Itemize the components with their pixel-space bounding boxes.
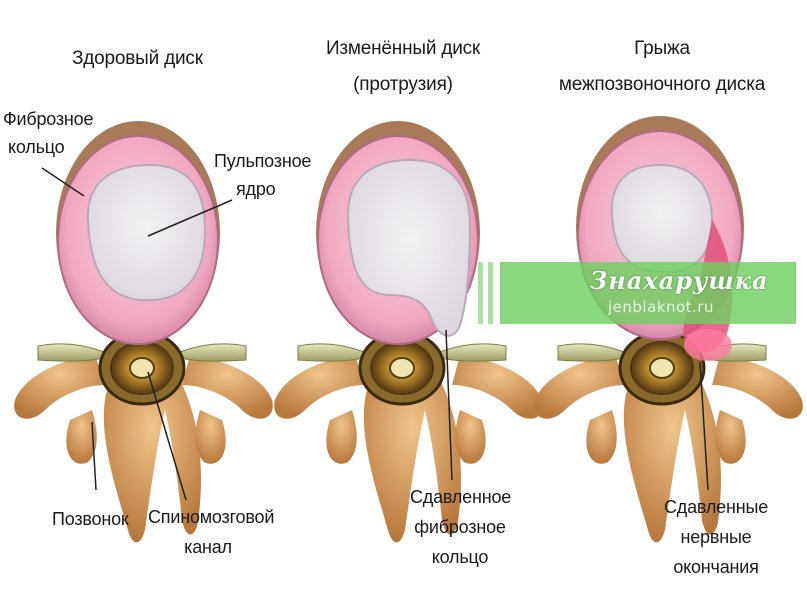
label-compressed-ring-line1: Сдавленное [410,487,512,507]
label-nucleus-line1: Пульпозное [214,151,312,171]
label-compressed-nerves-line1: Сдавленные [664,497,769,517]
label-fibrous-ring-line1: Фиброзное [3,109,94,129]
watermark-url: jenblaknot.ru [608,298,714,316]
label-fibrous-ring-line2: кольцо [8,137,65,157]
watermark-stripe [478,262,483,324]
title-hernia-line2: межпозвоночного диска [558,74,766,95]
leader-fibrous-ring [41,167,85,197]
label-nucleus-line2: ядро [236,179,276,199]
hernia-disc [534,116,803,543]
protrusion-disc [274,121,543,543]
label-spinal-canal-line1: Спиномозговой [148,507,275,527]
leader-nucleus [147,199,233,237]
watermark-title: Знахарушка [590,266,769,295]
title-changed-line2: (протрузия) [353,74,453,95]
label-compressed-ring-line3: кольцо [431,547,489,567]
vertebra-bone [14,355,273,543]
label-compressed-nerves-line2: нервные [680,527,752,547]
leader-vertebra [91,421,97,491]
label-compressed-ring-line2: фиброзное [414,517,506,537]
title-healthy: Здоровый диск [72,48,203,69]
watermark-stripe [488,262,493,324]
leader-compressed-ring [445,329,453,481]
vertebra-bone [534,355,803,543]
nucleus-pulposus [610,163,714,274]
title-hernia-line1: Грыжа [634,38,690,59]
healthy-disc [14,121,273,543]
watermark-band [500,262,796,324]
nucleus-pulposus [346,158,472,337]
spinal-cord [358,330,446,406]
nucleus-pulposus [86,163,207,302]
vertebra-bone [274,355,543,543]
leader-spinal-canal [147,371,187,501]
inflamed-area [684,329,732,361]
label-vertebra: Позвонок [52,509,129,529]
title-changed-line1: Изменённый диск [325,38,481,59]
spinal-cord [618,330,706,406]
label-compressed-nerves-line3: окончания [673,557,759,577]
label-spinal-canal-line2: канал [184,537,232,557]
leader-compressed-nerves [699,361,709,491]
